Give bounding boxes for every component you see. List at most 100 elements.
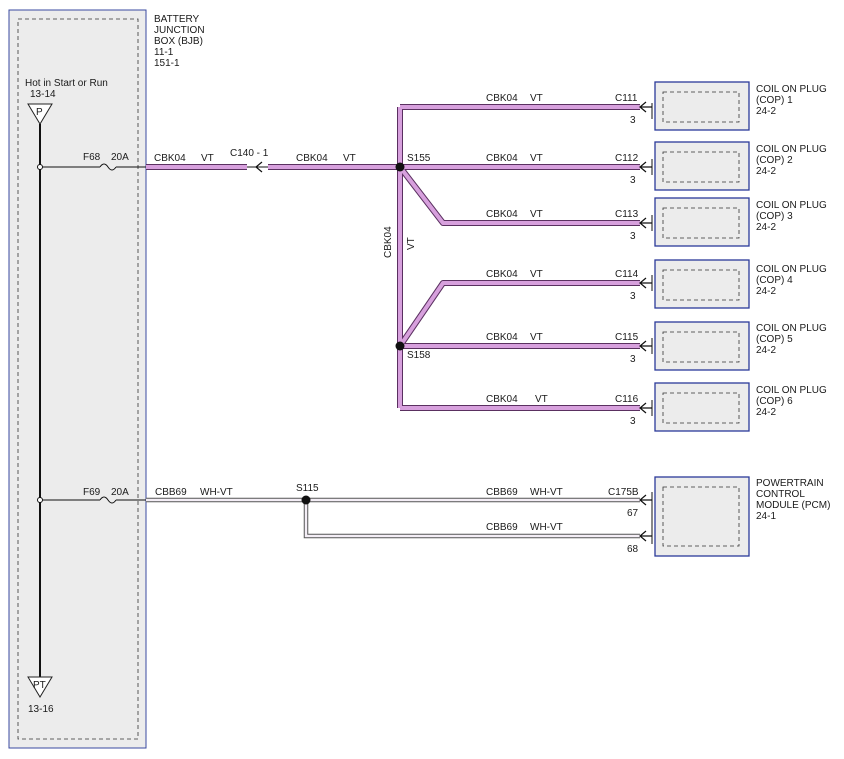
wire-label-c112: CBK04 <box>486 153 518 164</box>
cop-2-connector: C112 <box>615 153 639 164</box>
cop-4-inner <box>662 269 740 301</box>
pcm-wire-68-color: WH-VT <box>530 522 563 533</box>
splice-s158 <box>395 341 405 351</box>
bus-bottom-ref: 13-16 <box>28 704 54 715</box>
wire-label-c115: CBK04 <box>486 332 518 343</box>
pcm-pin-68-arrow-icon <box>639 530 652 542</box>
pcm-inner <box>662 486 740 547</box>
fuse-f69-rating: 20A <box>111 487 129 498</box>
wire-color-c111: VT <box>530 93 543 104</box>
pcm-name-3: MODULE (PCM) <box>756 500 830 511</box>
bjb-ref-2: 151-1 <box>154 58 180 69</box>
cop-3-inner <box>662 207 740 239</box>
pcm-feed-color: WH-VT <box>200 487 233 498</box>
pcm-pin-67-arrow-icon <box>639 494 652 506</box>
cop-2-pin: 3 <box>630 175 636 186</box>
cop-1-num: (COP) 1 <box>756 95 793 106</box>
splice-s115-label: S115 <box>296 483 319 494</box>
cop-6-connector: C116 <box>615 394 639 405</box>
cop-3-num: (COP) 3 <box>756 211 793 222</box>
cop-1-inner <box>662 91 740 123</box>
cop-2-ref: 24-2 <box>756 166 776 177</box>
cop-6-num: (COP) 6 <box>756 396 793 407</box>
wire-color-c115: VT <box>530 332 543 343</box>
coil-wire-labels: CBK04 VT CBK04 VT CBK04 VT CBK04 VT CBK0… <box>486 93 548 405</box>
cop-5-num: (COP) 5 <box>756 334 793 345</box>
fuse-f69-icon <box>99 496 117 504</box>
coil-on-plug-1: C111 3 COIL ON PLUG (COP) 1 24-2 <box>615 81 827 131</box>
wire-color-c112: VT <box>530 153 543 164</box>
vt-wire-harness <box>146 104 640 411</box>
bus-node-f69 <box>37 497 43 503</box>
cop-3-ref: 24-2 <box>756 222 776 233</box>
cop-5-arrow-icon <box>639 340 652 352</box>
c140-arrow-icon <box>255 161 263 173</box>
cop-5-inner <box>662 331 740 363</box>
feed-wire-color-a: VT <box>201 153 214 164</box>
battery-junction-box: BATTERY JUNCTION BOX (BJB) 11-1 151-1 Ho… <box>8 9 205 749</box>
cop-3-box <box>654 197 750 247</box>
cop-4-arrow-icon <box>639 277 652 289</box>
bjb-outline <box>8 9 147 749</box>
cop-4-box <box>654 259 750 309</box>
coil-on-plug-3: C113 3 COIL ON PLUG (COP) 3 24-2 <box>615 197 827 247</box>
cop-5-name: COIL ON PLUG <box>756 323 827 334</box>
pcm-ref: 24-1 <box>756 511 776 522</box>
hot-in-ref: 13-14 <box>30 89 56 100</box>
splice-s155 <box>395 162 405 172</box>
pcm-name-1: POWERTRAIN <box>756 478 824 489</box>
cop-4-ref: 24-2 <box>756 286 776 297</box>
cop-3-name: COIL ON PLUG <box>756 200 827 211</box>
pcm-pin-67: 67 <box>627 508 639 519</box>
coil-on-plug-4: C114 3 COIL ON PLUG (COP) 4 24-2 <box>615 259 827 309</box>
bjb-title-line-3: BOX (BJB) <box>154 36 203 47</box>
pcm-wire-68-circuit: CBB69 <box>486 522 518 533</box>
bjb-ref-1: 11-1 <box>154 47 174 58</box>
cop-4-pin: 3 <box>630 291 636 302</box>
splice-s115 <box>301 495 311 505</box>
cop-2-name: COIL ON PLUG <box>756 144 827 155</box>
cop-3-pin: 3 <box>630 231 636 242</box>
bus-bottom-connector-label: PT <box>33 680 46 691</box>
coil-on-plug-5: C115 3 COIL ON PLUG (COP) 5 24-2 <box>615 321 827 371</box>
wire-label-c114: CBK04 <box>486 269 518 280</box>
coil-on-plug-2: C112 3 COIL ON PLUG (COP) 2 24-2 <box>615 141 827 191</box>
cop-6-inner <box>662 392 740 424</box>
splice-s158-label: S158 <box>407 350 431 361</box>
pcm-connector: C175B <box>608 487 639 498</box>
bus-top-connector-icon <box>27 103 53 125</box>
coil-on-plug-6: C116 3 COIL ON PLUG (COP) 6 24-2 <box>615 382 827 432</box>
bus-top-connector-label: P <box>36 107 43 118</box>
cop-1-arrow-icon <box>639 101 652 113</box>
cop-6-ref: 24-2 <box>756 407 776 418</box>
inline-connector-c140: C140 - 1 <box>230 148 269 173</box>
feed-wire-color-b: VT <box>343 153 356 164</box>
cop-1-ref: 24-2 <box>756 106 776 117</box>
wire-color-c116: VT <box>535 394 548 405</box>
bjb-inner-dashed <box>17 18 139 740</box>
cop-6-name: COIL ON PLUG <box>756 385 827 396</box>
cop-1-box <box>654 81 750 131</box>
wire-label-c116: CBK04 <box>486 394 518 405</box>
cop-6-arrow-icon <box>639 402 652 414</box>
coil-on-plug-group: C111 3 COIL ON PLUG (COP) 1 24-2 C112 3 … <box>615 81 827 432</box>
fuse-f68-id: F68 <box>83 152 101 163</box>
vt-wire-fills <box>146 105 640 410</box>
cop-1-name: COIL ON PLUG <box>756 84 827 95</box>
cop-4-num: (COP) 4 <box>756 275 793 286</box>
pcm-feed-circuit: CBB69 <box>155 487 187 498</box>
pcm-wire-67-circuit: CBB69 <box>486 487 518 498</box>
cop-3-arrow-icon <box>639 217 652 229</box>
cop-5-box <box>654 321 750 371</box>
cop-4-name: COIL ON PLUG <box>756 264 827 275</box>
cop-5-ref: 24-2 <box>756 345 776 356</box>
pcm-box <box>654 476 750 557</box>
splice-s155-label: S155 <box>407 153 431 164</box>
cop-2-inner <box>662 151 740 183</box>
pcm-name-2: CONTROL <box>756 489 805 500</box>
bjb-title-line-2: JUNCTION <box>154 25 205 36</box>
cop-1-connector: C111 <box>615 93 638 104</box>
bus-bottom-connector-icon <box>27 676 53 698</box>
wire-color-c114: VT <box>530 269 543 280</box>
